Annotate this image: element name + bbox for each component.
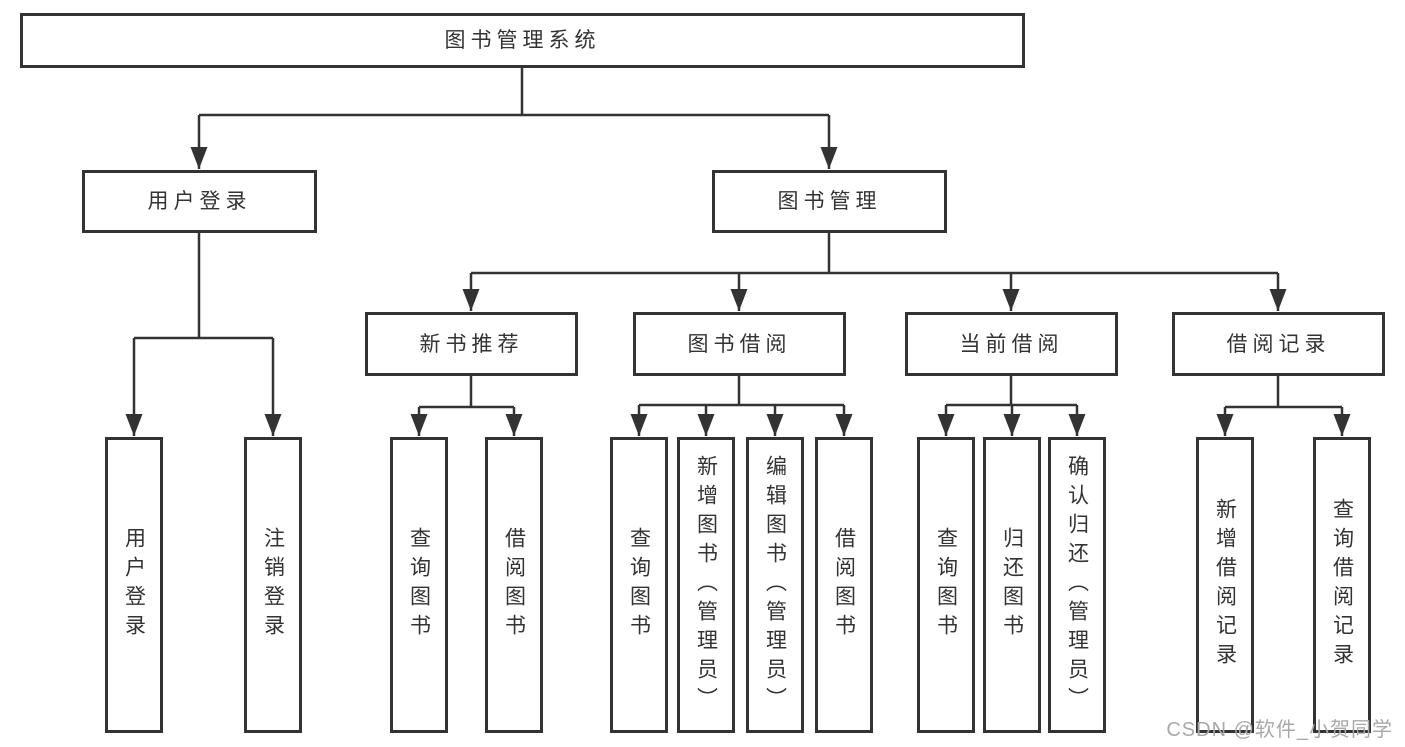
node-label: 图书管理 (777, 190, 882, 213)
node-label: 当前借阅 (959, 332, 1064, 356)
node-book-management: 图书管理 (712, 170, 947, 233)
leaf-nb-query-books: 查询图书 (390, 437, 448, 733)
leaf-label: 新增借阅记录 (1213, 498, 1237, 672)
leaf-bb-borrow-books: 借阅图书 (815, 437, 873, 733)
csdn-watermark: CSDN @软件_小贺同学 (1166, 719, 1393, 741)
node-label: 新书推荐 (419, 332, 524, 356)
leaf-label: 借阅图书 (832, 527, 856, 643)
leaf-br-query-record: 查询借阅记录 (1313, 437, 1371, 733)
node-user-login: 用户登录 (82, 170, 317, 233)
leaf-cb-confirm-return-admin: 确认归还（管理员） (1048, 437, 1106, 733)
leaf-label: 确认归还（管理员） (1065, 454, 1089, 716)
node-label: 图书管理系统 (444, 29, 601, 52)
leaf-label: 查询图书 (407, 527, 431, 643)
leaf-cb-return-books: 归还图书 (983, 437, 1041, 733)
leaf-br-add-record: 新增借阅记录 (1196, 437, 1254, 733)
leaf-user-login: 用户登录 (105, 437, 163, 733)
leaf-label: 查询图书 (627, 527, 651, 643)
leaf-label: 新增图书（管理员） (694, 454, 718, 716)
leaf-label: 查询借阅记录 (1330, 498, 1354, 672)
node-label: 借阅记录 (1226, 332, 1331, 356)
leaf-label: 归还图书 (1000, 527, 1024, 643)
node-new-book-recommend: 新书推荐 (365, 312, 578, 376)
node-current-borrowing: 当前借阅 (905, 312, 1118, 376)
leaf-bb-add-books-admin: 新增图书（管理员） (677, 437, 735, 733)
node-book-borrowing: 图书借阅 (633, 312, 846, 376)
leaf-label: 借阅图书 (502, 527, 526, 643)
leaf-label: 编辑图书（管理员） (763, 454, 787, 716)
node-borrow-records: 借阅记录 (1172, 312, 1385, 376)
leaf-label: 查询图书 (934, 527, 958, 643)
leaf-nb-borrow-books: 借阅图书 (485, 437, 543, 733)
leaf-logout: 注销登录 (244, 437, 302, 733)
node-library-management-system: 图书管理系统 (20, 13, 1025, 68)
leaf-label: 用户登录 (122, 527, 146, 643)
leaf-bb-edit-books-admin: 编辑图书（管理员） (746, 437, 804, 733)
node-label: 用户登录 (147, 190, 252, 213)
node-label: 图书借阅 (687, 332, 792, 356)
leaf-bb-query-books: 查询图书 (610, 437, 668, 733)
leaf-label: 注销登录 (261, 527, 285, 643)
leaf-cb-query-books: 查询图书 (917, 437, 975, 733)
